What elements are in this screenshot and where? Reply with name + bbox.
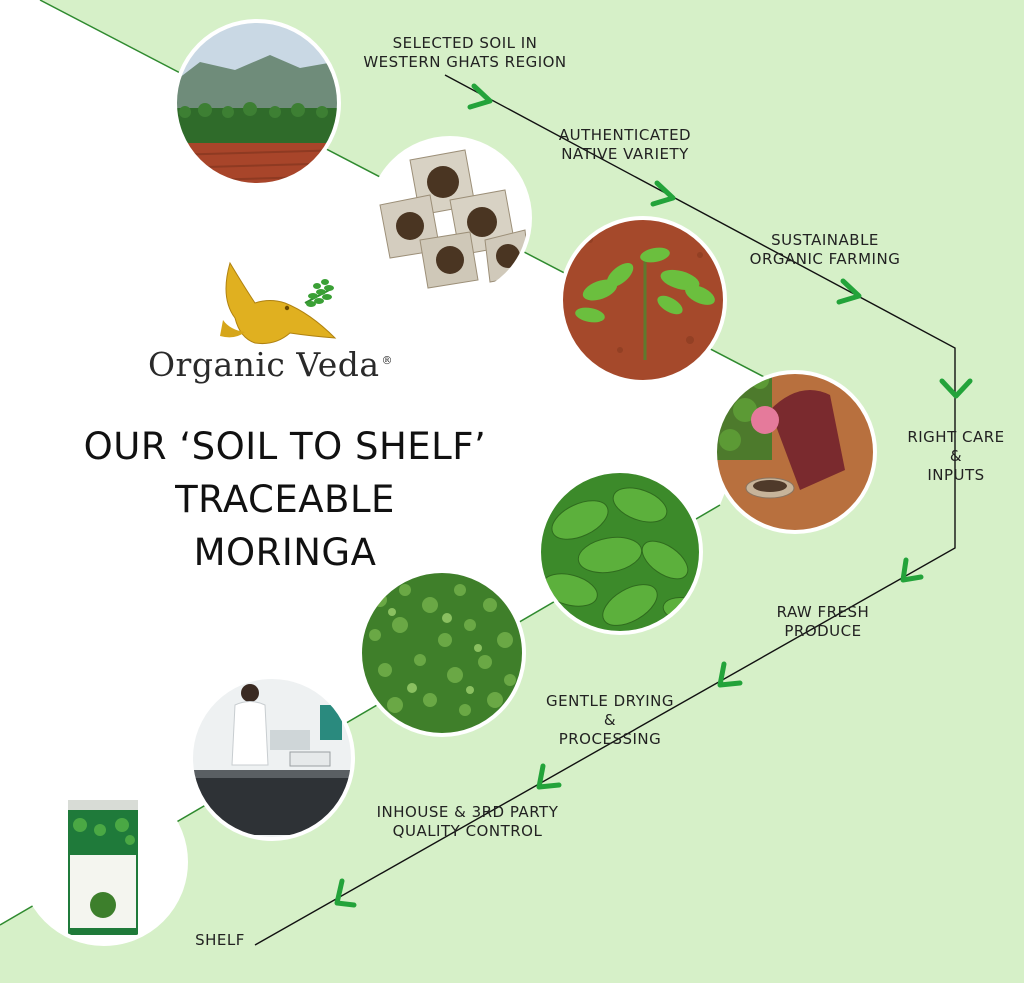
step-label-shelf: SHELF — [195, 931, 245, 949]
headline-line-2: TRACEABLE — [175, 478, 395, 521]
arrow-icon — [717, 661, 743, 688]
photo-moringa-seedling — [561, 218, 725, 382]
registered-mark: ® — [381, 354, 394, 367]
step-label-soil: SELECTED SOIL IN WESTERN GHATS REGION — [363, 34, 567, 71]
arrow-icon — [334, 878, 357, 908]
headline: OUR ‘SOIL TO SHELF’ TRACEABLE MORINGA — [30, 420, 540, 579]
arrow-icon — [467, 83, 493, 110]
arrow-icon — [939, 378, 973, 399]
arrow-icon — [900, 557, 924, 583]
step-label-quality: INHOUSE & 3RD PARTY QUALITY CONTROL — [376, 803, 559, 840]
headline-line-3: MORINGA — [193, 531, 377, 574]
step-label-farming: SUSTAINABLE ORGANIC FARMING — [749, 231, 901, 268]
step-label-variety: AUTHENTICATED NATIVE VARIETY — [558, 126, 692, 163]
step-label-drying: GENTLE DRYING & PROCESSING — [545, 692, 675, 748]
brand-name: Organic Veda® — [148, 345, 394, 384]
arrow-icon — [650, 180, 676, 207]
step-label-produce: RAW FRESH PRODUCE — [776, 603, 870, 640]
step-label-care: RIGHT CARE & INPUTS — [907, 428, 1005, 484]
arrow-icon — [836, 278, 862, 305]
arrow-icon — [536, 763, 562, 790]
bird-logo-icon — [220, 261, 337, 344]
flow-line — [254, 74, 956, 946]
photo-western-ghats — [175, 21, 339, 185]
photo-moringa-seeds — [370, 138, 530, 298]
headline-line-1: OUR ‘SOIL TO SHELF’ — [83, 425, 487, 468]
photo-product-jar — [22, 780, 186, 944]
